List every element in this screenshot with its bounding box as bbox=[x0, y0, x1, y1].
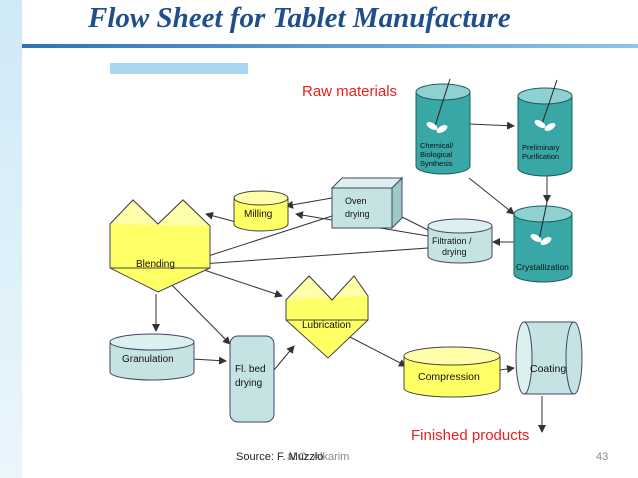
arrow-flbed-to-lubrication bbox=[273, 345, 295, 371]
synthesis-label-1: Chemical/ bbox=[420, 141, 454, 150]
compression-cylinder: Compression bbox=[403, 346, 501, 398]
coating-label: Coating bbox=[530, 363, 566, 375]
oven-box: Oven drying bbox=[330, 176, 404, 230]
flbed-label-1: Fl. bed bbox=[235, 364, 266, 375]
flbed-label-2: drying bbox=[235, 378, 262, 389]
filtration-label-2: drying bbox=[442, 247, 467, 257]
oven-label-1: Oven bbox=[345, 196, 367, 206]
synthesis-label-2: Biological bbox=[420, 150, 452, 159]
crystallization-tank: Crystallization bbox=[513, 201, 573, 283]
arrow-compression-to-coating bbox=[499, 365, 515, 373]
milling-cylinder: Milling bbox=[233, 190, 289, 232]
flow-diagram: Raw materials Chemical/ Biological Synth… bbox=[106, 74, 600, 446]
raw-materials-label: Raw materials bbox=[302, 83, 397, 100]
purification-label-1: Preliminary bbox=[522, 143, 560, 152]
granulation-cylinder: Granulation bbox=[109, 333, 195, 381]
slide-title: Flow Sheet for Tablet Manufacture bbox=[88, 2, 511, 34]
arrow-granulation-to-flbed bbox=[191, 356, 227, 365]
compression-label: Compression bbox=[418, 371, 480, 383]
flbed-vessel: Fl. bed drying bbox=[229, 335, 275, 423]
lubrication-label: Lubrication bbox=[302, 320, 351, 331]
synthesis-tank: Chemical/ Biological Synthesis bbox=[415, 78, 471, 175]
oven-label-2: drying bbox=[345, 209, 370, 219]
coating-drum: Coating bbox=[515, 321, 583, 395]
footer-source: Source: F. Muzzio bbox=[236, 451, 324, 463]
arrow-synthesis-to-purification bbox=[468, 121, 515, 130]
flow-diagram-svg: Raw materials Chemical/ Biological Synth… bbox=[109, 78, 583, 444]
purification-tank: Preliminary Purification bbox=[517, 79, 573, 177]
arrow-oven-to-milling bbox=[285, 197, 333, 209]
arrow-milling-to-blending bbox=[205, 211, 237, 223]
arrow-blending-to-lubrication bbox=[200, 268, 283, 298]
filtration-cylinder: Filtration / drying bbox=[427, 218, 493, 264]
arrow-oven-to-blending bbox=[201, 215, 333, 260]
filtration-label-1: Filtration / bbox=[432, 236, 472, 246]
blending-vessel: Blending bbox=[109, 199, 211, 293]
granulation-label: Granulation bbox=[122, 354, 174, 365]
finished-products-label: Finished products bbox=[411, 427, 529, 444]
crystallization-label: Crystallization bbox=[516, 262, 569, 272]
arrow-synthesis-to-crystallization bbox=[468, 177, 515, 215]
purification-label-2: Purification bbox=[522, 152, 559, 161]
lubrication-vessel: Lubrication bbox=[285, 275, 369, 359]
blending-label: Blending bbox=[136, 259, 175, 270]
milling-label: Milling bbox=[244, 209, 272, 220]
arrow-lubrication-to-compression bbox=[347, 335, 407, 367]
arrow-filtration-to-blending bbox=[200, 247, 429, 268]
slide-left-band bbox=[0, 0, 22, 478]
title-underline bbox=[22, 44, 638, 48]
footer-author: al O. Alkarim bbox=[287, 451, 350, 463]
page-number: 43 bbox=[596, 451, 609, 463]
arrow-blending-to-flbed bbox=[165, 278, 231, 345]
synthesis-label-3: Synthesis bbox=[420, 159, 453, 168]
